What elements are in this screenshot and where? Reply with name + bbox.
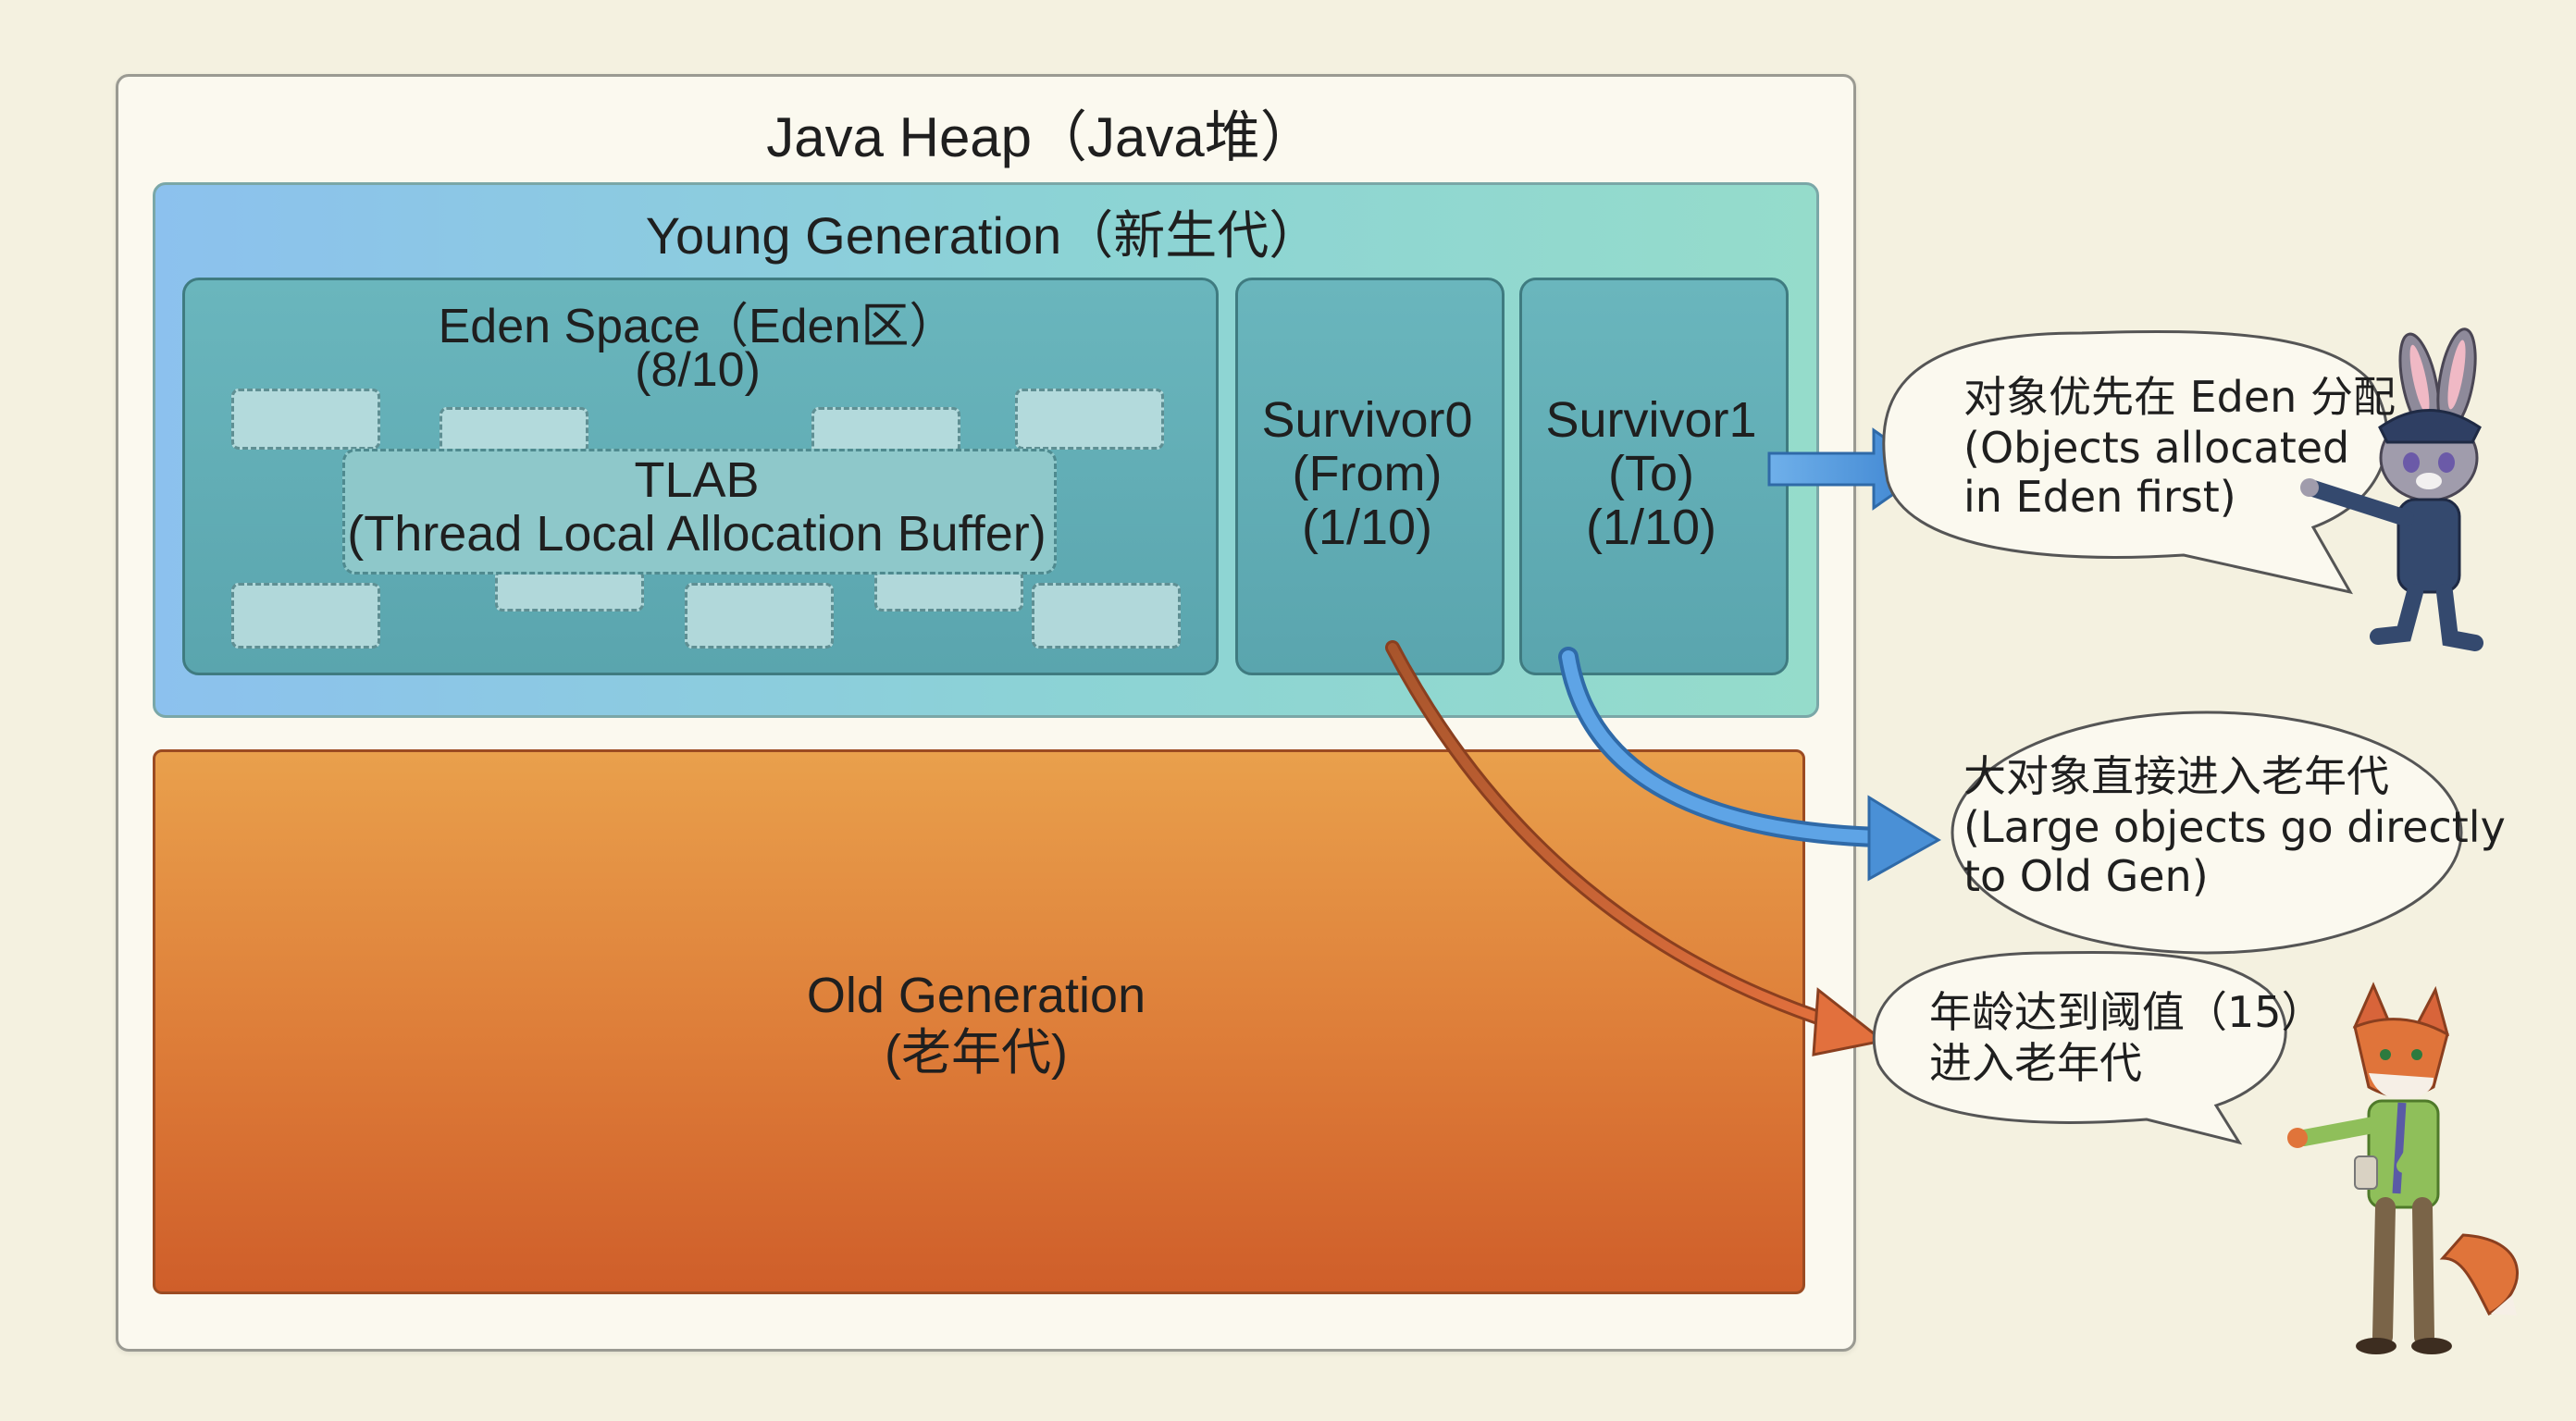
arrow-age-threshold [1385,640,1887,1056]
rabbit-officer-icon [2300,327,2483,651]
callout-eden-first-line3: in Eden first) [1963,472,2236,522]
callout-large-objects: 大对象直接进入老年代 (Large objects go directly to… [1951,710,2506,955]
survivor1-label: Survivor1 (To) (1/10) [1519,393,1783,554]
old-generation-label: Old Generation (老年代) [153,967,1800,1081]
survivor1-ratio: (1/10) [1585,500,1717,555]
callout-eden-first-line2: (Objects allocated [1963,423,2349,473]
java-heap-title: Java Heap（Java堆） [766,106,1316,168]
survivor1-box [1519,278,1789,675]
survivor1-name: Survivor1 [1545,392,1757,448]
callout-age-threshold-line2: 进入老年代 [1929,1038,2142,1088]
callout-age-threshold: 年龄达到阈值（15） 进入老年代 [1872,951,2324,1145]
young-generation-title: Young Generation（新生代） [645,206,1321,265]
survivor0-name: Survivor0 [1261,392,1473,448]
eden-space-ratio: (8/10) [635,343,761,397]
allocation-cell [495,569,644,612]
callout-large-objects-line1: 大对象直接进入老年代 [1963,751,2389,801]
tlab-box [342,449,1057,575]
callout-eden-first: 对象优先在 Eden 分配 (Objects allocated in Eden… [1882,329,2396,595]
allocation-cell [440,407,588,454]
arrow-large-objects [1558,647,1941,882]
survivor0-box [1235,278,1505,675]
old-generation-title: Old Generation [806,968,1146,1023]
callout-age-threshold-line1: 年龄达到阈值（15） [1929,987,2324,1037]
allocation-cell [685,583,834,649]
survivor0-label: Survivor0 (From) (1/10) [1235,393,1499,554]
eden-space-title: Eden Space（Eden区） [438,300,958,353]
allocation-cell [874,569,1023,612]
callout-large-objects-line3: to Old Gen) [1963,851,2209,901]
allocation-cell [1015,389,1164,450]
tlab-title: TLAB [634,452,760,508]
survivor0-role: (From) [1292,446,1443,501]
survivor0-ratio: (1/10) [1301,500,1433,555]
allocation-cell [1032,583,1181,649]
allocation-cell [231,583,380,649]
allocation-cell [231,389,380,450]
callout-large-objects-line2: (Large objects go directly [1963,802,2506,852]
survivor1-role: (To) [1608,446,1694,501]
callout-eden-first-line1: 对象优先在 Eden 分配 [1963,372,2396,422]
tlab-label: TLAB (Thread Local Allocation Buffer) [342,453,1051,561]
fox-character-icon [2287,982,2519,1354]
old-generation-subtitle: (老年代) [885,1025,1068,1081]
tlab-subtitle: (Thread Local Allocation Buffer) [347,506,1046,562]
